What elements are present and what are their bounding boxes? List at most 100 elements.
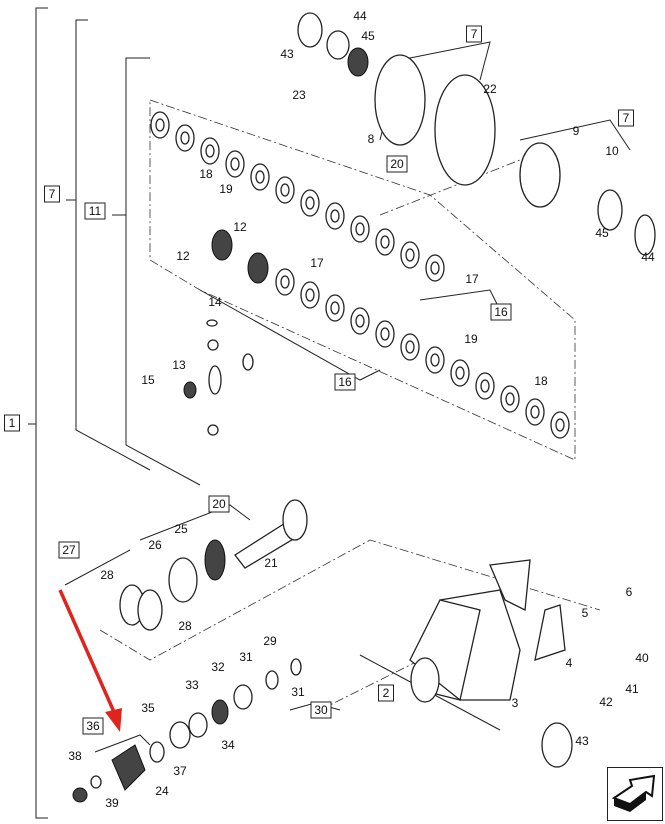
part-number-label[interactable]: 40 [635, 651, 649, 665]
callout-box [378, 684, 394, 702]
disc-part [380, 327, 390, 341]
assembly-reference-label[interactable]: 11 [89, 204, 102, 218]
part-number-label[interactable]: 14 [208, 295, 222, 309]
callout-box [84, 202, 106, 220]
assembly-reference-label[interactable]: 7 [623, 111, 630, 125]
part-number-label[interactable]: 34 [221, 738, 235, 752]
disc-part [380, 235, 390, 249]
part-number-label[interactable]: 31 [239, 650, 253, 664]
callout-box [310, 701, 332, 719]
assembly-reference-label[interactable]: 7 [49, 187, 56, 201]
disc-part [206, 319, 218, 327]
disc-part [455, 366, 465, 380]
part-number-label[interactable]: 18 [534, 374, 548, 388]
disc-part [208, 365, 222, 395]
assembly-reference-label[interactable]: 30 [314, 703, 328, 717]
part-number-label[interactable]: 26 [148, 538, 162, 552]
assembly-reference-label[interactable]: 20 [212, 497, 226, 511]
part-number-label[interactable]: 24 [155, 784, 169, 798]
part-number-label[interactable]: 25 [174, 522, 188, 536]
part-number-label[interactable]: 22 [483, 82, 497, 96]
assembly-reference-label[interactable]: 27 [62, 543, 76, 557]
part-number-label[interactable]: 33 [185, 678, 199, 692]
disc-part [211, 229, 233, 261]
assembly-reference-label[interactable]: 16 [338, 375, 352, 389]
assembly-reference-label[interactable]: 2 [383, 686, 390, 700]
disc-part [330, 209, 340, 223]
part-number-label[interactable]: 31 [291, 685, 305, 699]
part-number-label[interactable]: 43 [575, 734, 589, 748]
disc-part [530, 405, 540, 419]
part-number-label[interactable]: 4 [566, 656, 573, 670]
part-number-label[interactable]: 12 [176, 249, 190, 263]
part-number-label[interactable]: 32 [211, 660, 225, 674]
disc-part [480, 379, 490, 393]
disc-part [355, 314, 365, 328]
highlight-arrow [58, 589, 122, 732]
part-number-label[interactable]: 29 [263, 634, 277, 648]
assembly-outlines [99, 99, 601, 711]
part-number-label[interactable]: 19 [464, 332, 478, 346]
callout-box [490, 303, 512, 321]
part-number-label[interactable]: 41 [625, 682, 639, 696]
callout-box [386, 155, 408, 173]
disc-part [207, 339, 219, 351]
part-number-label[interactable]: 21 [264, 556, 278, 570]
part-number-label[interactable]: 35 [141, 701, 155, 715]
disc-part [155, 118, 165, 132]
part-number-label[interactable]: 8 [368, 132, 375, 146]
callout-box [208, 495, 230, 513]
part-number-label[interactable]: 6 [626, 585, 633, 599]
part-number-label[interactable]: 44 [641, 250, 655, 264]
disc-part [355, 222, 365, 236]
part-number-label[interactable]: 43 [280, 47, 294, 61]
part-number-label[interactable]: 13 [172, 358, 186, 372]
callout-box [334, 373, 356, 391]
assembly-reference-label[interactable]: 1 [9, 416, 16, 430]
axle-housing [409, 559, 566, 703]
callout-box [58, 541, 80, 559]
disc-part [305, 196, 315, 210]
part-number-label[interactable]: 17 [310, 256, 324, 270]
part-number-label[interactable]: 3 [512, 696, 519, 710]
disc-part [247, 252, 269, 284]
callout-box [44, 185, 60, 203]
part-number-label[interactable]: 28 [178, 619, 192, 633]
assembly-reference-label[interactable]: 16 [494, 305, 508, 319]
part-number-label[interactable]: 23 [292, 88, 306, 102]
pinion-shaft [72, 499, 573, 803]
part-number-label[interactable]: 15 [141, 373, 155, 387]
part-number-label[interactable]: 17 [465, 272, 479, 286]
assembly-reference-label[interactable]: 36 [86, 719, 100, 733]
part-number-label[interactable]: 39 [105, 796, 119, 810]
disc-part [430, 353, 440, 367]
part-number-label[interactable]: 10 [605, 144, 619, 158]
callout-box [82, 717, 104, 735]
part-number-label[interactable]: 19 [219, 182, 233, 196]
callout-box [466, 25, 482, 43]
part-number-label[interactable]: 38 [68, 749, 82, 763]
part-number-label[interactable]: 9 [573, 124, 580, 138]
part-number-label[interactable]: 44 [353, 9, 367, 23]
part-number-label[interactable]: 5 [582, 606, 589, 620]
ring-gear-and-carrier [297, 12, 656, 256]
part-number-label[interactable]: 45 [595, 226, 609, 240]
disc-part [255, 170, 265, 184]
disc-part [305, 288, 315, 302]
part-number-label[interactable]: 42 [599, 695, 613, 709]
part-number-label[interactable]: 18 [199, 167, 213, 181]
next-page-button[interactable] [607, 767, 663, 821]
part-number-label[interactable]: 12 [233, 220, 247, 234]
disc-part [430, 261, 440, 275]
part-number-label[interactable]: 28 [100, 568, 114, 582]
disc-part [330, 301, 340, 315]
assembly-reference-label[interactable]: 7 [471, 27, 478, 41]
disc-part [505, 392, 515, 406]
part-number-label[interactable]: 45 [361, 29, 375, 43]
disc-part [207, 424, 219, 436]
part-number-label[interactable]: 37 [173, 764, 187, 778]
callout-box [4, 414, 20, 432]
disc-part [280, 183, 290, 197]
assembly-reference-label[interactable]: 20 [390, 157, 404, 171]
